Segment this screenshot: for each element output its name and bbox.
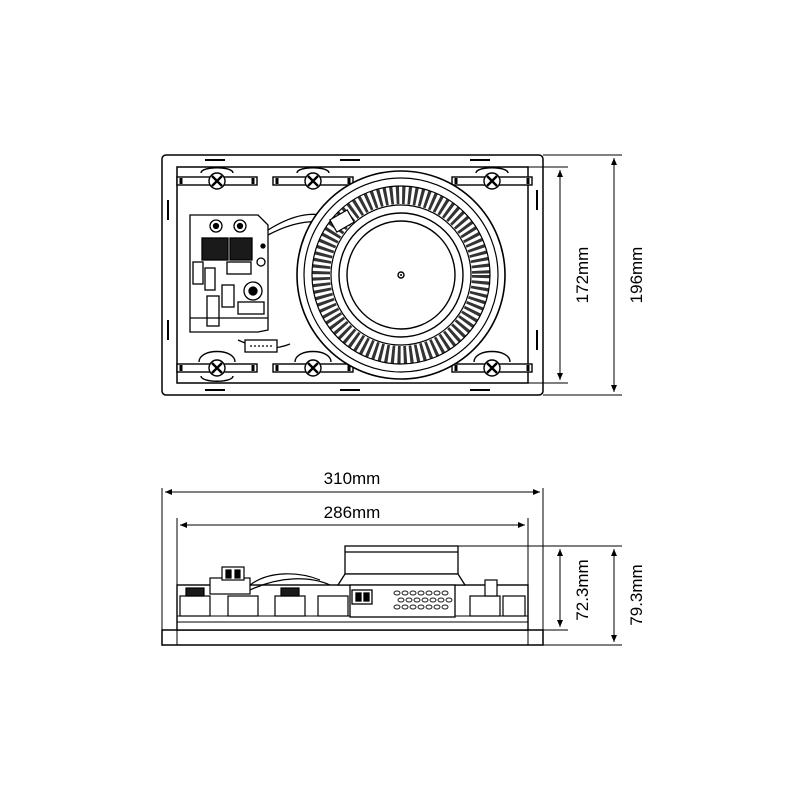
side-woofer-magnet <box>336 545 467 618</box>
side-crossover <box>209 566 331 595</box>
woofer-terminal <box>329 209 355 233</box>
woofer-grille-outer-ring <box>330 204 472 346</box>
mounting-clamp <box>176 167 533 382</box>
dimension-79-3 <box>543 545 622 646</box>
dimension-286 <box>176 518 529 585</box>
dim-label-310: 310mm <box>324 469 381 488</box>
front-view: 172mm 196mm <box>161 154 646 396</box>
woofer-grille-inner-ring <box>311 185 491 365</box>
side-frame-flange <box>161 629 544 646</box>
frame-ticks <box>167 159 538 391</box>
side-clamps <box>179 579 526 617</box>
front-outer-frame <box>161 154 544 396</box>
dimension-72-3 <box>458 545 568 631</box>
dim-label-172: 172mm <box>573 247 592 304</box>
dim-label-286: 286mm <box>324 503 381 522</box>
woofer-dust-cap <box>397 271 405 279</box>
side-view: 310mm 286mm <box>161 469 646 646</box>
dim-label-72-3: 72.3mm <box>573 559 592 620</box>
wiring <box>237 213 341 353</box>
front-inner-baffle <box>176 166 529 384</box>
dim-label-196: 196mm <box>627 247 646 304</box>
woofer <box>296 170 506 380</box>
dimension-172 <box>528 166 568 384</box>
dimension-310 <box>161 488 544 645</box>
dimension-196 <box>543 154 622 396</box>
side-woofer-vents <box>393 590 453 610</box>
woofer-surround-ring <box>303 177 499 373</box>
woofer-perforated-grille <box>312 186 490 364</box>
dim-label-79-3: 79.3mm <box>627 564 646 625</box>
crossover-board <box>189 214 269 333</box>
